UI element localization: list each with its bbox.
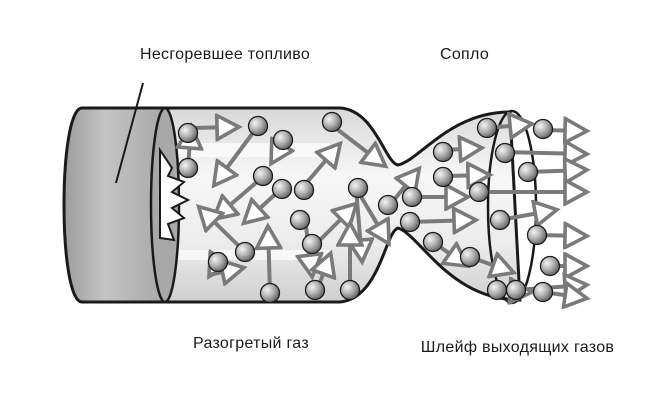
- sphere-icon: [401, 186, 423, 208]
- arrow-icon: [200, 208, 247, 254]
- arrow-icon: [504, 152, 585, 154]
- sphere-icon: [247, 115, 269, 137]
- sphere-icon: [505, 279, 527, 301]
- sphere-icon: [377, 194, 399, 216]
- sphere-icon: [177, 157, 199, 179]
- sphere-icon: [293, 179, 315, 201]
- sphere-icon: [494, 142, 516, 164]
- sphere-icon: [207, 251, 229, 273]
- sphere-icon: [271, 178, 293, 200]
- sphere-icon: [259, 282, 281, 304]
- arrow-icon: [189, 127, 237, 128]
- unburned-fuel-label: Несгоревшее топливо: [140, 46, 311, 63]
- gas-molecules: [177, 111, 561, 304]
- sphere-icon: [321, 111, 343, 133]
- arrow-icon: [313, 205, 355, 247]
- arrow-icon: [268, 228, 270, 293]
- sphere-icon: [486, 279, 508, 301]
- sphere-icon: [399, 211, 421, 233]
- sphere-icon: [526, 224, 548, 246]
- sphere-icon: [532, 118, 554, 140]
- exhaust-plume-label: Шлейф выходящих газов: [420, 339, 615, 356]
- sphere-icon: [347, 177, 369, 199]
- sphere-icon: [177, 122, 199, 144]
- sphere-icon: [476, 117, 498, 139]
- sphere-icon: [304, 279, 326, 301]
- sphere-icon: [289, 209, 311, 231]
- sphere-icon: [517, 161, 539, 183]
- sphere-icon: [432, 141, 454, 163]
- sphere-icon: [422, 231, 444, 253]
- motion-arrows: [188, 120, 585, 298]
- sphere-icon: [459, 246, 481, 268]
- fuel-pointer-line: [115, 82, 144, 184]
- arrow-icon: [215, 124, 260, 184]
- sphere-icon: [432, 166, 454, 188]
- sphere-icon: [252, 165, 274, 187]
- sphere-icon: [272, 129, 294, 151]
- sphere-icon: [539, 255, 561, 277]
- sphere-icon: [468, 181, 490, 203]
- arrow-icon: [207, 268, 242, 275]
- sphere-icon: [532, 281, 554, 303]
- sphere-icon: [234, 241, 256, 263]
- arrow-icon: [358, 193, 388, 242]
- sphere-icon: [301, 233, 323, 255]
- hot-gas-label: Разогретый газ: [193, 335, 309, 352]
- sphere-icon: [489, 209, 511, 231]
- nozzle-label: Сопло: [440, 46, 490, 63]
- sphere-icon: [339, 279, 361, 301]
- arrow-icon: [409, 220, 474, 222]
- flame-burst-icon: [159, 146, 191, 242]
- fuel-cylinder: [62, 106, 181, 304]
